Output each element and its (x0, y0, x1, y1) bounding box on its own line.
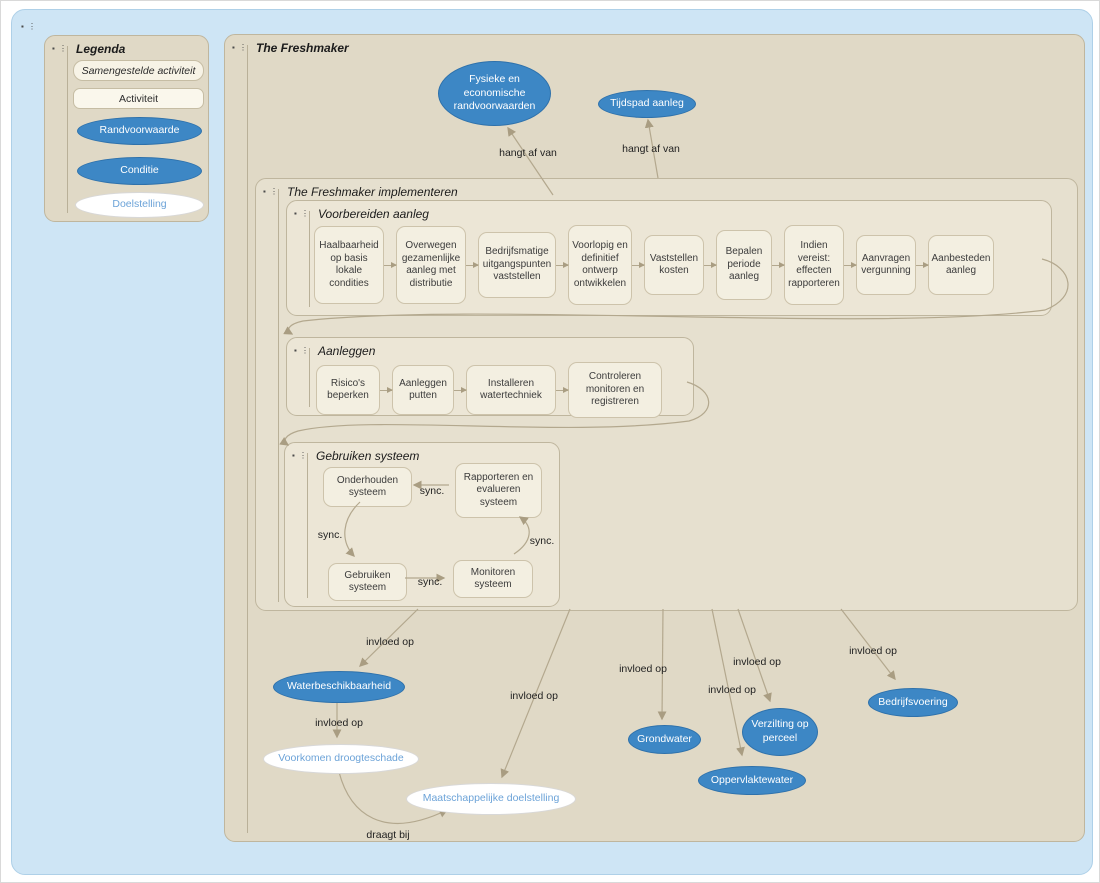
gebruiken-title: Gebruiken systeem (316, 449, 420, 463)
activity-risicos-beperken[interactable]: Risico's beperken (316, 365, 380, 415)
precondition-tijdspad-ellipse[interactable]: Tijdspad aanleg (598, 90, 696, 118)
group-handle-icon[interactable]: ▪ ⋮ (292, 451, 309, 460)
activity-monitoren-systeem[interactable]: Monitoren systeem (453, 560, 533, 598)
voorbereiden-group[interactable]: ▪ ⋮ Voorbereiden aanleg Haalbaarheid op … (286, 200, 1052, 316)
legend-condition-ellipse[interactable]: Conditie (77, 157, 202, 185)
group-handle-icon[interactable]: ▪ ⋮ (21, 22, 38, 31)
flow-arrow (704, 261, 717, 268)
edge-label-invloed-op: invloed op (619, 663, 667, 675)
condition-bedrijfsvoering-ellipse[interactable]: Bedrijfsvoering (868, 688, 958, 717)
group-rail (309, 211, 310, 307)
edge-label-invloed-op: invloed op (708, 684, 756, 696)
aanleggen-group[interactable]: ▪ ⋮ Aanleggen Risico's beperken Aanlegge… (286, 337, 694, 418)
flow-arrow (632, 261, 645, 268)
flow-arrow (454, 386, 467, 393)
freshmaker-title: The Freshmaker (256, 41, 349, 55)
activity-controleren-monitoren[interactable]: Controleren monitoren en registreren (568, 362, 662, 418)
legend-activity[interactable]: Activiteit (73, 88, 204, 109)
implementeren-group[interactable]: ▪ ⋮ The Freshmaker implementeren ▪ ⋮ Voo… (255, 178, 1078, 611)
condition-verzilting-ellipse[interactable]: Verzilting op perceel (742, 708, 818, 756)
group-rail (67, 46, 68, 213)
edge-label-invloed-op: invloed op (849, 645, 897, 657)
activity-overwegen[interactable]: Overwegen gezamenlijke aanleg met distri… (396, 226, 466, 304)
goal-maatschappelijke-doelstelling-ellipse[interactable]: Maatschappelijke doelstelling (406, 783, 576, 815)
edge-label-invloed-op: invloed op (733, 656, 781, 668)
activity-installeren-watertechniek[interactable]: Installeren watertechniek (466, 365, 556, 415)
edge-label-draagt-bij: draagt bij (366, 829, 410, 841)
group-handle-icon[interactable]: ▪ ⋮ (294, 346, 311, 355)
activity-onderhouden-systeem[interactable]: Onderhouden systeem (323, 467, 412, 507)
edge-label-invloed-op: invloed op (315, 717, 363, 729)
legend-title: Legenda (76, 42, 126, 56)
activity-aanleggen-putten[interactable]: Aanleggen putten (392, 365, 454, 415)
edge-label-hangt-af-van: hangt af van (499, 147, 557, 159)
activity-aanvragen-vergunning[interactable]: Aanvragen vergunning (856, 235, 916, 295)
gebruiken-group[interactable]: ▪ ⋮ Gebruiken systeem Onderhouden systee… (284, 442, 560, 607)
activity-voorlopig[interactable]: Voorlopig en definitief ontwerp ontwikke… (568, 225, 632, 305)
group-handle-icon[interactable]: ▪ ⋮ (52, 44, 69, 53)
group-handle-icon[interactable]: ▪ ⋮ (232, 43, 249, 52)
freshmaker-group[interactable]: ▪ ⋮ The Freshmaker Fysieke en economisch… (224, 34, 1085, 842)
implementeren-title: The Freshmaker implementeren (287, 185, 458, 199)
flow-arrow (916, 261, 929, 268)
edge-label-sync: sync. (529, 535, 555, 547)
flow-arrow (556, 386, 569, 393)
condition-waterbeschikbaarheid-ellipse[interactable]: Waterbeschikbaarheid (273, 671, 405, 703)
activity-gebruiken-systeem[interactable]: Gebruiken systeem (328, 563, 407, 601)
precondition-fysieke-ellipse[interactable]: Fysieke en economische randvoorwaarden (438, 61, 551, 126)
aanleggen-title: Aanleggen (318, 344, 376, 358)
edge-label-invloed-op: invloed op (366, 636, 414, 648)
flow-arrow (772, 261, 785, 268)
activity-indien-vereist[interactable]: Indien vereist: effecten rapporteren (784, 225, 844, 305)
flow-arrow (384, 261, 397, 268)
activity-haalbaarheid[interactable]: Haalbaarheid op basis lokale condities (314, 226, 384, 304)
legend-precondition-ellipse[interactable]: Randvoorwaarde (77, 117, 202, 145)
legend-group[interactable]: ▪ ⋮ Legenda Samengestelde activiteit Act… (44, 35, 209, 222)
group-rail (278, 189, 279, 602)
activity-bedrijfsmatige[interactable]: Bedrijfsmatige uitgangspunten vaststelle… (478, 232, 556, 298)
edge-label-sync: sync. (317, 529, 343, 541)
legend-composite-activity[interactable]: Samengestelde activiteit (73, 60, 204, 81)
edge-label-sync: sync. (419, 485, 445, 497)
diagram-canvas[interactable]: ▪ ⋮ ▪ ⋮ Legenda Samengestelde activiteit… (11, 9, 1093, 875)
flow-arrow (466, 261, 479, 268)
group-rail (247, 45, 248, 833)
flow-arrow (380, 386, 393, 393)
group-handle-icon[interactable]: ▪ ⋮ (294, 209, 311, 218)
group-rail (309, 348, 310, 407)
activity-rapporteren-evalueren[interactable]: Rapporteren en evalueren systeem (455, 463, 542, 518)
edge-label-invloed-op: invloed op (510, 690, 558, 702)
voorbereiden-title: Voorbereiden aanleg (318, 207, 429, 221)
condition-oppervlaktewater-ellipse[interactable]: Oppervlaktewater (698, 766, 806, 795)
edge-label-hangt-af-van: hangt af van (622, 143, 680, 155)
group-rail (307, 453, 308, 598)
activity-aanbesteden[interactable]: Aanbesteden aanleg (928, 235, 994, 295)
edge-label-sync: sync. (417, 576, 443, 588)
goal-voorkomen-droogteschade-ellipse[interactable]: Voorkomen droogteschade (263, 744, 419, 774)
activity-vaststellen-kosten[interactable]: Vaststellen kosten (644, 235, 704, 295)
condition-grondwater-ellipse[interactable]: Grondwater (628, 725, 701, 754)
legend-goal-ellipse[interactable]: Doelstelling (75, 192, 204, 218)
group-handle-icon[interactable]: ▪ ⋮ (263, 187, 280, 196)
flow-arrow (844, 261, 857, 268)
flow-arrow (556, 261, 569, 268)
activity-bepalen-periode[interactable]: Bepalen periode aanleg (716, 230, 772, 300)
